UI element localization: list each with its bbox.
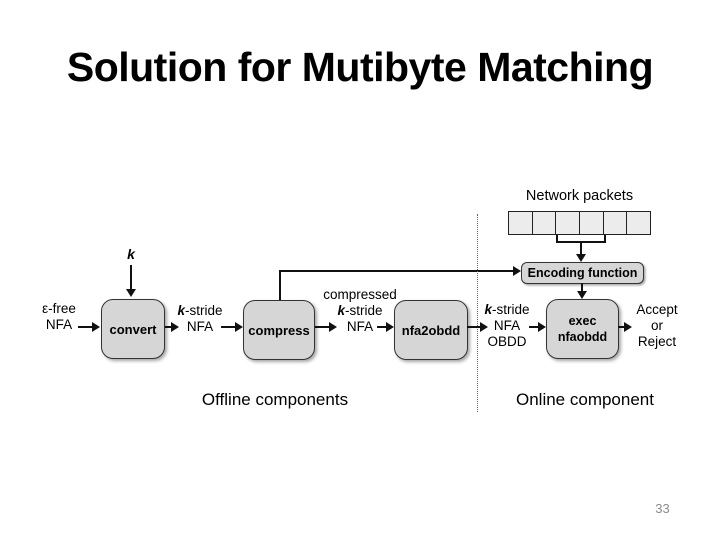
connector-compress-to-encoding bbox=[279, 266, 521, 276]
packet-cell bbox=[509, 212, 533, 234]
online-component-caption: Online component bbox=[516, 390, 654, 409]
arrow-compress-to-compressed bbox=[315, 322, 337, 332]
kstride-nfa-obdd-label: k-stride NFA OBDD bbox=[484, 302, 530, 349]
offline-components-caption: Offline components bbox=[201, 390, 349, 409]
connector-compress-up bbox=[279, 270, 281, 301]
exec-nfaobdd-box: exec nfaobdd bbox=[546, 299, 619, 359]
packet-cell bbox=[580, 212, 604, 234]
packet-strip bbox=[508, 211, 651, 235]
accept-reject-label: Accept or Reject bbox=[636, 302, 678, 349]
nfa2obdd-box: nfa2obdd bbox=[394, 300, 468, 360]
convert-box: convert bbox=[101, 299, 165, 359]
compress-box: compress bbox=[243, 300, 315, 360]
kstride-nfa-label: k-stride NFA bbox=[177, 303, 223, 334]
packet-cell bbox=[604, 212, 628, 234]
arrow-nfa2obdd-to-obdd bbox=[467, 322, 488, 332]
slide-title: Solution for Mutibyte Matching bbox=[66, 44, 654, 90]
arrow-obdd-to-exec bbox=[529, 322, 546, 332]
efree-nfa-label: ε-free NFA bbox=[42, 301, 76, 332]
offline-online-separator bbox=[477, 214, 478, 412]
arrow-input-to-convert bbox=[78, 322, 100, 332]
encoding-function-box: Encoding function bbox=[521, 262, 644, 284]
arrow-kstride-to-compress bbox=[221, 322, 243, 332]
encoding-function-label: Encoding function bbox=[527, 266, 638, 280]
packet-cell bbox=[533, 212, 557, 234]
arrow-convert-to-kstride bbox=[165, 322, 179, 332]
arrow-encoding-to-exec bbox=[577, 283, 587, 299]
packet-cell bbox=[627, 212, 650, 234]
network-packets-label: Network packets bbox=[525, 188, 634, 204]
compressed-kstride-nfa-label: compressed k-stride NFA bbox=[323, 287, 397, 334]
packet-cell bbox=[556, 212, 581, 234]
k-parameter-label: k bbox=[127, 246, 135, 262]
page-number: 33 bbox=[655, 501, 670, 516]
arrow-bracket-to-encoding bbox=[576, 242, 586, 262]
arrow-compressed-to-nfa2obdd bbox=[377, 322, 394, 332]
arrow-k-to-convert bbox=[126, 265, 136, 297]
arrow-exec-to-output bbox=[618, 322, 632, 332]
